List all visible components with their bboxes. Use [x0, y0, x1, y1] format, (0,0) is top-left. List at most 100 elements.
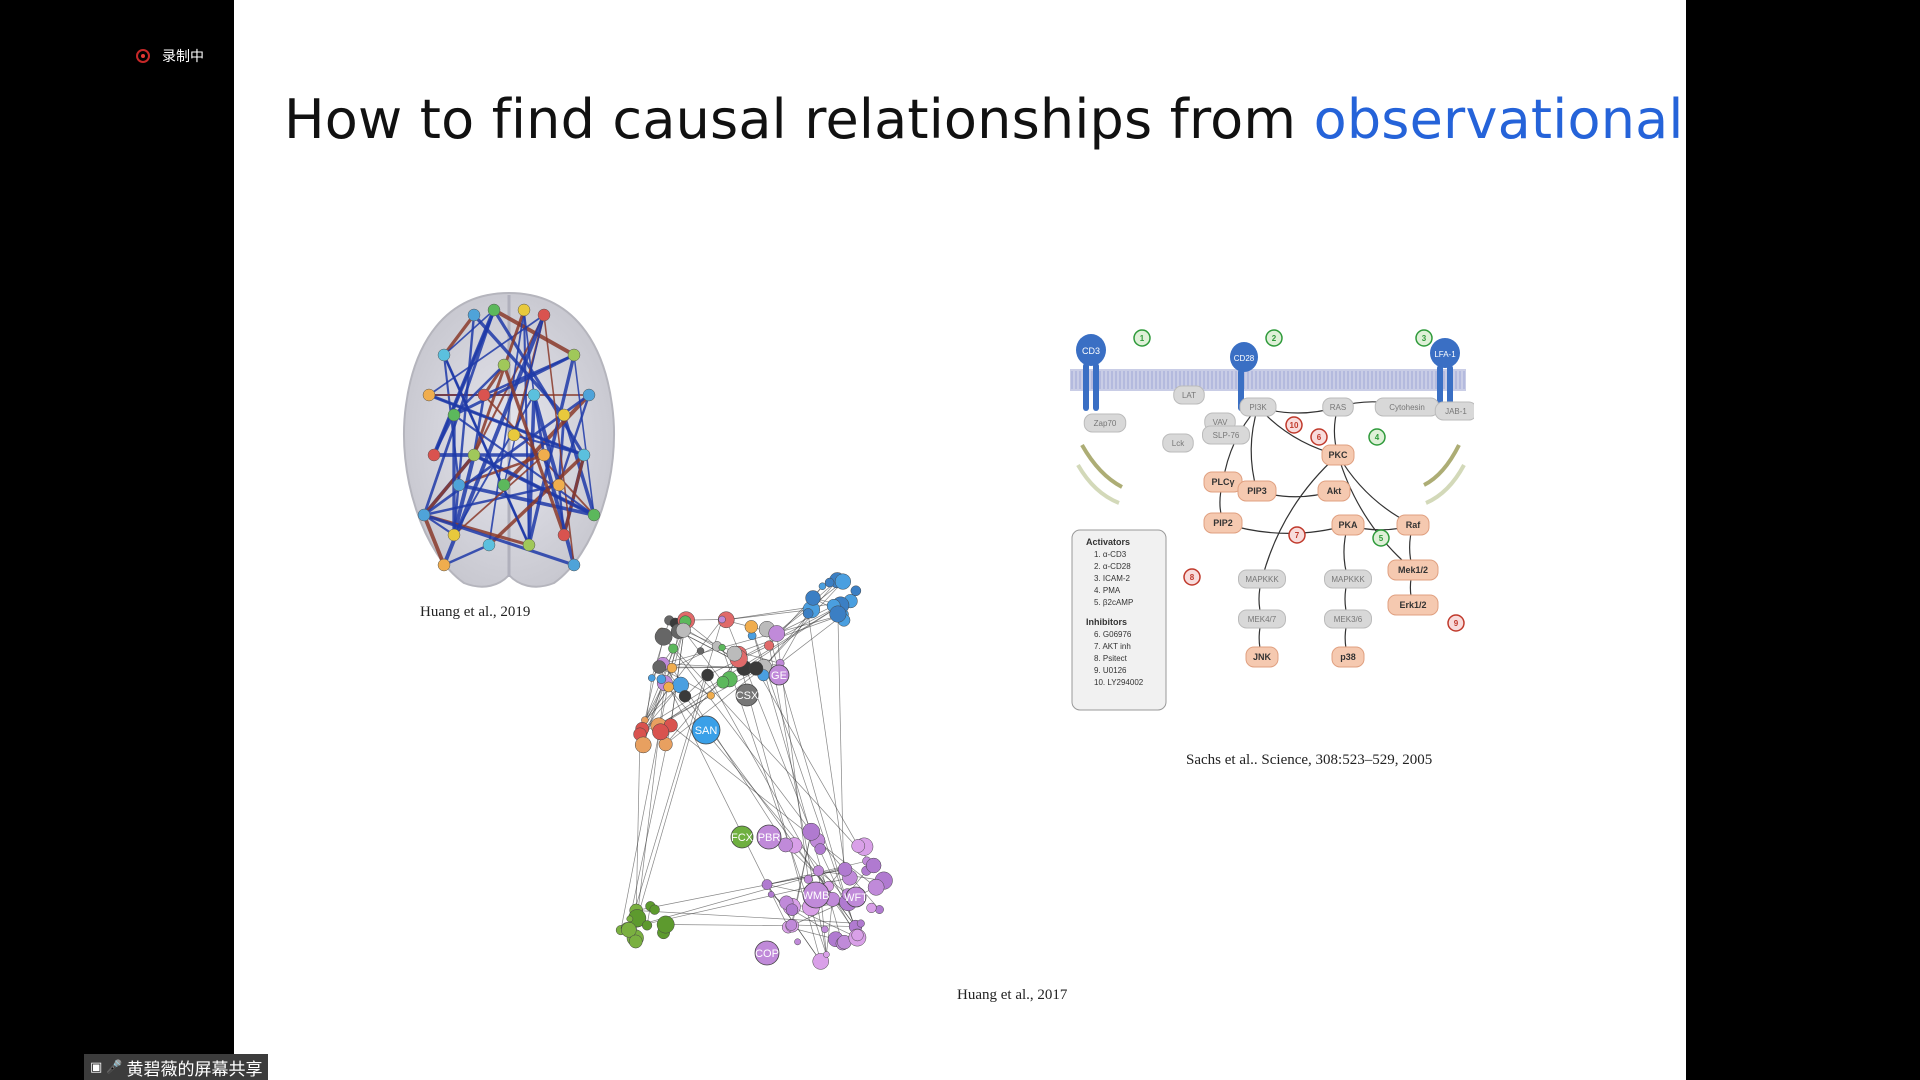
network-node [851, 928, 864, 942]
network-node [812, 953, 829, 970]
pathway-edge [1337, 454, 1414, 571]
brain-region-node [427, 448, 441, 462]
brain-connection-edge [452, 454, 476, 536]
brain-connection-edge [443, 309, 495, 356]
brain-connection-edge [423, 483, 560, 517]
network-edge [826, 899, 833, 955]
brain-region-node [567, 348, 581, 362]
brain-region-node [587, 508, 601, 522]
right-black-panel [1686, 0, 1920, 1080]
brain-connection-edge [557, 394, 591, 486]
brain-figure-caption: Huang et al., 2019 [420, 604, 531, 620]
pathway-marker-number: 4 [1375, 433, 1380, 442]
pathway-marker-number: 6 [1317, 433, 1322, 442]
screen-share-bar[interactable]: ▣ 🎤 黄碧薇的屏幕共享 [84, 1054, 269, 1080]
brain-region-node [452, 478, 466, 492]
network-node [654, 627, 673, 646]
brain-connection-edge [543, 314, 575, 566]
brain-connection-edge [513, 434, 585, 456]
legend-inhibitors-title: Inhibitors [1086, 617, 1127, 627]
pathway-marker-number: 8 [1190, 573, 1195, 582]
brain-connection-edge [442, 314, 546, 566]
brain-connection-edge [542, 454, 576, 566]
network-edge [763, 579, 838, 668]
brain-region-node [577, 448, 591, 462]
brain-connection-edge [433, 414, 455, 456]
legend-activators-title: Activators [1086, 537, 1130, 547]
pathway-node-label: VAV [1213, 418, 1228, 427]
network-node [768, 625, 786, 642]
network-node [656, 915, 675, 934]
pathway-node-orange [1387, 594, 1439, 616]
network-node [628, 934, 643, 949]
pathway-intervention-marker [1288, 526, 1306, 544]
brain-region-node [467, 448, 481, 462]
network-hub-label: WMB [803, 890, 830, 902]
pathway-node-label: SLP-76 [1213, 431, 1240, 440]
pathway-node-label: PIP2 [1213, 518, 1233, 528]
network-node [794, 938, 801, 946]
network-node [663, 681, 674, 693]
pathway-node-label: MAPKKK [1331, 575, 1365, 584]
network-node [856, 919, 865, 928]
pathway-intervention-marker [1133, 329, 1151, 347]
network-node [829, 605, 847, 623]
network-edge [726, 609, 812, 621]
recording-indicator[interactable]: 录制中 [136, 46, 204, 66]
network-hub-label: COP [755, 948, 779, 960]
pathway-marker-number: 9 [1454, 619, 1459, 628]
network-edge [644, 619, 723, 721]
network-node [656, 674, 667, 684]
network-node [814, 843, 826, 855]
pathway-node-grey [1173, 385, 1205, 405]
pathway-node-label: JNK [1253, 652, 1272, 662]
pathway-node-label: Zap70 [1094, 419, 1117, 428]
brain-connection-edge [422, 453, 476, 517]
brain-region-node [467, 308, 481, 322]
network-edge [818, 870, 848, 895]
record-icon [136, 49, 150, 63]
pathway-intervention-marker [1265, 329, 1283, 347]
brain-region-node [447, 528, 461, 542]
pathway-figure-caption: Sachs et al.. Science, 308:523–529, 2005 [1186, 752, 1433, 768]
receptor-cd3-label: CD3 [1082, 346, 1100, 356]
network-node [850, 585, 862, 597]
brain-region-node [557, 408, 571, 422]
network-edge [837, 614, 844, 868]
network-node [641, 920, 653, 931]
network-node [717, 611, 735, 629]
network-node [652, 660, 667, 674]
network-node [834, 573, 852, 590]
brain-connection-edge [453, 414, 595, 516]
network-node [802, 822, 821, 841]
slide-title: How to find causal relationships from ob… [284, 88, 1686, 151]
network-edge [738, 604, 841, 660]
brain-region-node [537, 308, 551, 322]
network-edge [750, 626, 858, 936]
pathway-node-orange [1331, 514, 1365, 536]
network-node [802, 608, 814, 619]
brain-connection-edge [557, 414, 566, 486]
network-hub-node [845, 886, 867, 908]
brain-region-node [482, 538, 496, 552]
network-node [867, 878, 885, 896]
pathway-node-orange [1396, 514, 1430, 536]
pathway-node-label: PKA [1338, 520, 1358, 530]
brain-region-node [497, 358, 511, 372]
network-node [716, 675, 730, 689]
network-node [748, 661, 764, 676]
network-node [767, 891, 775, 898]
brain-connectivity-figure [402, 291, 616, 588]
brain-region-node [487, 303, 501, 317]
brain-region-node [437, 348, 451, 362]
pathway-node-orange [1203, 512, 1243, 534]
network-node [837, 862, 853, 877]
brain-connection-edge [422, 514, 446, 566]
pathway-intervention-marker [1285, 416, 1303, 434]
network-node [851, 839, 866, 853]
network-edge [683, 630, 724, 683]
brain-region-node [522, 538, 536, 552]
network-node [812, 865, 824, 877]
pathway-marker-number: 3 [1422, 334, 1427, 343]
brain-connection-edge [452, 314, 476, 536]
